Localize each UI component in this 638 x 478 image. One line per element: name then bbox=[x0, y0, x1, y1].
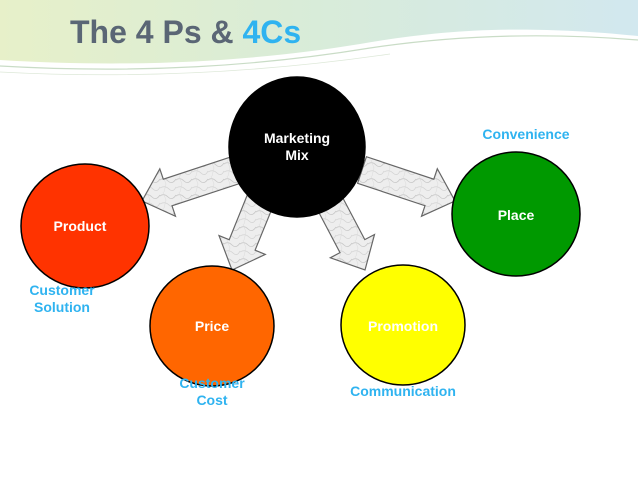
arrow-to-place bbox=[356, 155, 456, 218]
nodes bbox=[20, 76, 581, 387]
arrow-to-product bbox=[141, 155, 242, 218]
marketing-mix-label: Marketing Mix bbox=[263, 130, 331, 163]
place-label: Place bbox=[497, 206, 535, 223]
header-band bbox=[0, 0, 638, 64]
place-c-label: Convenience bbox=[482, 125, 570, 142]
arrows bbox=[141, 155, 456, 271]
header-swoosh-line bbox=[0, 35, 638, 70]
promotion-c-label: Communication bbox=[350, 382, 456, 399]
promotion-label: Promotion bbox=[368, 317, 438, 334]
price-c-label: Customer Cost bbox=[179, 375, 245, 408]
marketing-mix-circle bbox=[228, 76, 366, 218]
product-circle bbox=[20, 163, 150, 289]
price-circle bbox=[149, 265, 275, 387]
promotion-circle bbox=[340, 264, 466, 386]
product-label: Product bbox=[53, 217, 107, 234]
title-accent: 4Cs bbox=[242, 14, 302, 50]
page-title: The 4 Ps & 4Cs bbox=[70, 14, 301, 51]
price-label: Price bbox=[194, 317, 230, 334]
place-circle bbox=[451, 151, 581, 277]
product-c-label: Customer Solution bbox=[29, 282, 95, 315]
header-swoosh-line bbox=[0, 53, 391, 76]
title-prefix: The 4 Ps & bbox=[70, 14, 243, 50]
